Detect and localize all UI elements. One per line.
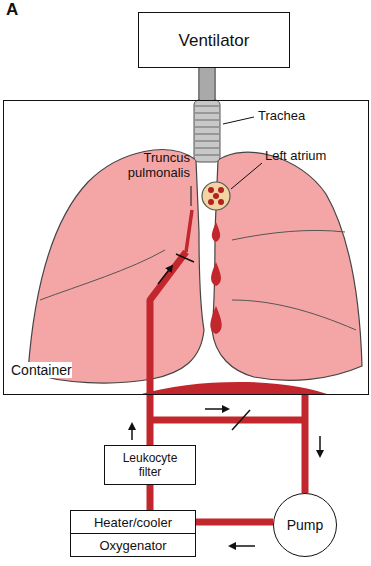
part-label: Truncus pulmonalis: [108, 150, 190, 180]
perfusion-line: [147, 485, 154, 510]
node-text: Pump: [287, 517, 324, 533]
truncus-pulmonalis: [150, 210, 194, 395]
leader-lines: [191, 117, 262, 206]
part-label: Left atrium: [265, 148, 355, 163]
perfusion-line: [147, 395, 154, 445]
node-text: Ventilator: [179, 31, 250, 50]
ventilator-tube: [199, 68, 215, 100]
node-text: Oxygenator: [99, 538, 166, 553]
part-label: Trachea: [258, 108, 328, 123]
node-text: Container: [11, 362, 72, 378]
trachea: [194, 100, 220, 162]
blood-drops: [138, 222, 330, 395]
perfusion-line: [302, 395, 309, 493]
panel-letter: A: [6, 2, 26, 17]
filter-box: Leukocyte filter: [104, 445, 196, 485]
oxygenator-box: Oxygenator: [70, 533, 196, 557]
perfusion-line: [196, 519, 273, 526]
shunt-line: [150, 410, 305, 430]
pump-circle: Pump: [273, 493, 337, 557]
left-atrium: [202, 182, 230, 210]
lungs: [28, 150, 362, 383]
node-text: Heater/cooler: [94, 515, 172, 530]
heater-box: Heater/cooler: [70, 510, 196, 534]
air-tube: [200, 68, 214, 100]
node-text: Leukocyte filter: [115, 451, 185, 479]
container-box: Container: [3, 100, 369, 395]
ventilator-box: Ventilator: [138, 12, 290, 68]
